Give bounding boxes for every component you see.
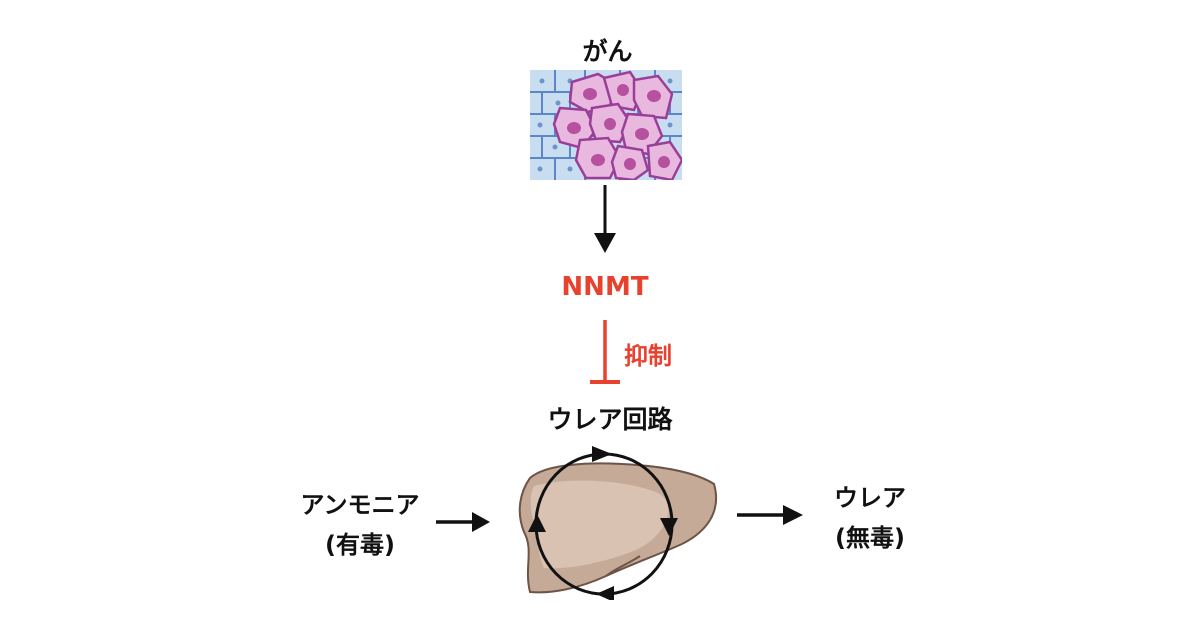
ammonia-block: アンモニア (有毒) xyxy=(270,485,450,565)
arrow-right-icon xyxy=(735,500,805,530)
nnmt-label: NNMT xyxy=(561,272,649,302)
ammonia-toxic-note: (有毒) xyxy=(325,531,395,559)
cancer-label: がん xyxy=(582,37,633,66)
urea-cycle-label: ウレア回路 xyxy=(547,405,673,434)
urea-block: ウレア (無毒) xyxy=(800,478,940,558)
arrow-right-icon xyxy=(432,507,492,537)
ammonia-label: アンモニア xyxy=(300,491,420,519)
liver-icon xyxy=(510,440,720,602)
cycle-arrows-icon xyxy=(528,446,678,602)
urea-label: ウレア xyxy=(834,484,906,512)
urea-nontoxic-note: (無毒) xyxy=(835,524,905,552)
inhibition-label: 抑制 xyxy=(624,342,672,370)
inhibition-icon xyxy=(590,320,620,390)
arrow-down-icon xyxy=(590,185,620,255)
cancer-tissue-icon xyxy=(530,70,684,182)
